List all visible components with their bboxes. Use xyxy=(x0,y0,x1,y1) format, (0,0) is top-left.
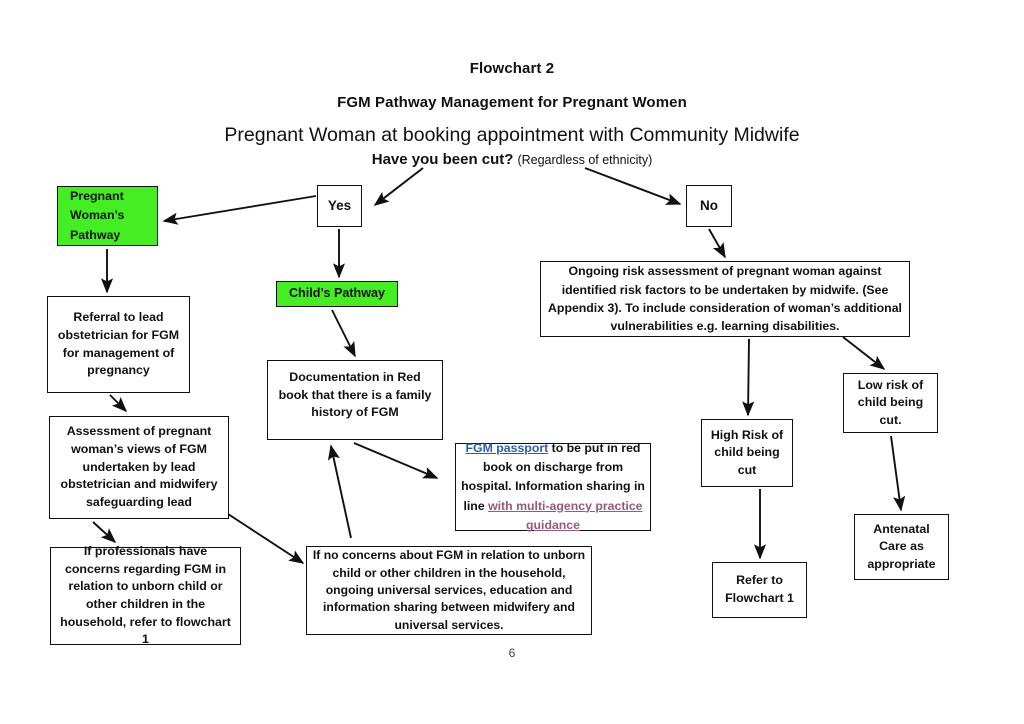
page-title: Flowchart 2 xyxy=(469,60,555,77)
node-ongoing-risk-assessment[interactable]: Ongoing risk assessment of pregnant woma… xyxy=(540,261,910,337)
page-subtitle: FGM Pathway Management for Pregnant Wome… xyxy=(337,94,687,111)
node-professionals-concerns[interactable]: If professionals have concerns regarding… xyxy=(50,544,241,646)
node-high-risk[interactable]: High Risk of child being cut xyxy=(701,419,793,487)
page-number: 6 xyxy=(508,646,516,660)
node-childs-pathway-label: Child’s Pathway xyxy=(288,286,386,301)
node-low-risk-label: Low risk of child being cut. xyxy=(857,377,924,427)
node-yes-label: Yes xyxy=(327,198,352,214)
question-heading: Have you been cut? (Regardless of ethnic… xyxy=(0,151,1024,168)
node-high-risk-label: High Risk of child being cut xyxy=(710,427,784,477)
node-no-label: No xyxy=(700,198,718,214)
node-pregnant-womans-pathway-label: Pregnant Woman’s Pathway xyxy=(70,189,125,242)
node-pregnant-womans-pathway[interactable]: Pregnant Woman’s Pathway xyxy=(57,186,158,246)
booking-heading: Pregnant Woman at booking appointment wi… xyxy=(224,124,800,146)
node-documentation-label: Documentation in Red book that there is … xyxy=(278,370,432,420)
node-antenatal-care[interactable]: Antenatal Care as appropriate xyxy=(854,514,949,580)
node-fgm-passport[interactable]: FGM passport to be put in red book on di… xyxy=(455,441,651,532)
node-yes[interactable]: Yes xyxy=(317,185,362,227)
multi-agency-guidance-link[interactable]: with multi-agency practice guidance xyxy=(488,498,643,532)
node-no-concerns-label: If no concerns about FGM in relation to … xyxy=(312,548,586,632)
node-antenatal-care-label: Antenatal Care as appropriate xyxy=(867,521,936,571)
node-no-concerns[interactable]: If no concerns about FGM in relation to … xyxy=(306,546,592,635)
node-refer-to-flowchart-1[interactable]: Refer to Flowchart 1 xyxy=(712,562,807,618)
node-assessment[interactable]: Assessment of pregnant woman’s views of … xyxy=(49,416,229,519)
node-professionals-concerns-label: If professionals have concerns regarding… xyxy=(60,544,231,647)
node-refer-to-flowchart-1-label: Refer to Flowchart 1 xyxy=(725,573,794,605)
fgm-passport-text: to be put in red book on discharge from … xyxy=(461,441,645,513)
node-referral[interactable]: Referral to lead obstetrician for FGM fo… xyxy=(47,296,190,393)
node-childs-pathway[interactable]: Child’s Pathway xyxy=(276,281,398,307)
question-qualifier: (Regardless of ethnicity) xyxy=(517,153,653,167)
question-text: Have you been cut? xyxy=(371,151,514,168)
node-documentation[interactable]: Documentation in Red book that there is … xyxy=(267,360,443,440)
node-referral-label: Referral to lead obstetrician for FGM fo… xyxy=(57,310,180,378)
node-no[interactable]: No xyxy=(686,185,732,227)
node-assessment-label: Assessment of pregnant woman’s views of … xyxy=(60,424,218,509)
node-low-risk[interactable]: Low risk of child being cut. xyxy=(843,373,938,433)
node-ongoing-risk-assessment-label: Ongoing risk assessment of pregnant woma… xyxy=(548,264,902,334)
node-fgm-passport-content: FGM passport to be put in red book on di… xyxy=(461,439,645,534)
fgm-passport-link[interactable]: FGM passport xyxy=(465,441,549,456)
